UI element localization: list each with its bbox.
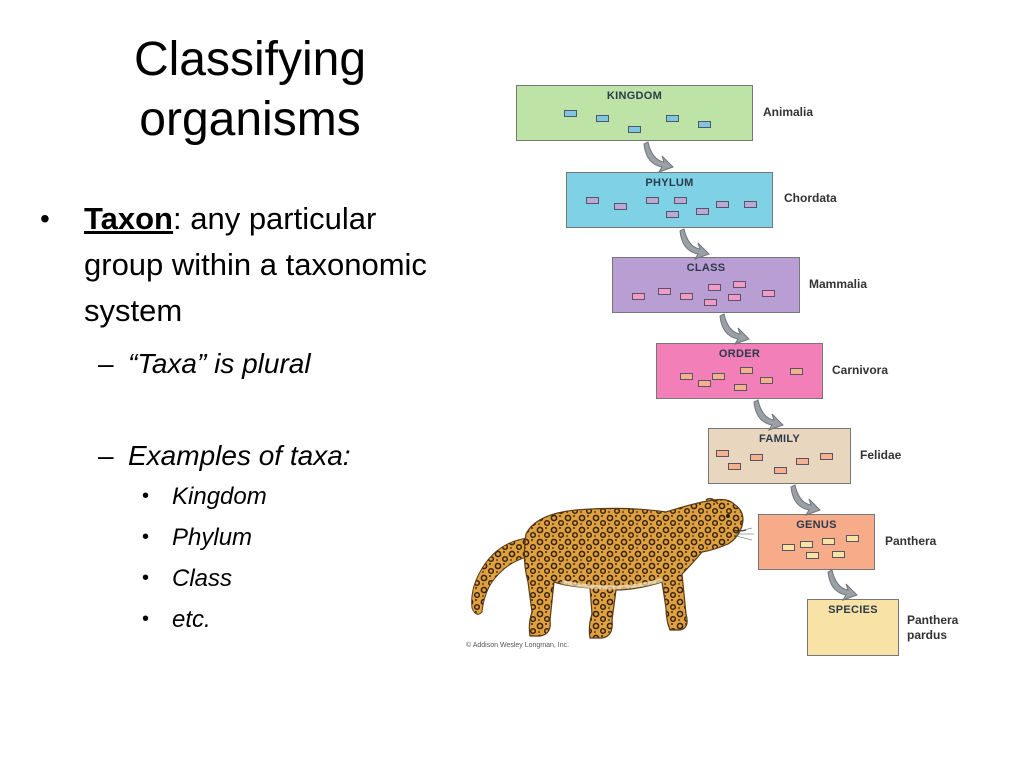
level-label: PHYLUM — [645, 177, 694, 189]
group-chip-icon — [760, 377, 773, 384]
arrow-icon — [790, 484, 821, 516]
level-species: SPECIES — [807, 599, 899, 656]
dash-icon: – — [98, 348, 114, 379]
leopard-illustration — [471, 497, 754, 639]
group-chip-icon — [820, 453, 833, 460]
taxon-carnivora: Carnivora — [832, 363, 889, 377]
group-chip-icon — [712, 373, 725, 380]
level-label: CLASS — [686, 262, 726, 274]
bullet-dot-icon: • — [142, 567, 150, 589]
group-chip-icon — [846, 535, 859, 542]
level-phylum: PHYLUM — [566, 172, 773, 228]
dash-icon: – — [98, 440, 114, 471]
level-label: GENUS — [796, 519, 837, 531]
group-chip-icon — [733, 281, 746, 288]
image-credit: © Addison Wesley Longman, Inc. — [466, 642, 570, 649]
bullet-list: • Taxon: any particular group within a t… — [40, 196, 460, 640]
group-chip-icon — [614, 203, 627, 210]
group-chip-icon — [698, 121, 711, 128]
group-chip-icon — [674, 197, 687, 204]
example-item: • Class — [142, 558, 460, 599]
group-chip-icon — [680, 293, 693, 300]
group-chip-icon — [790, 368, 803, 375]
taxon-animalia: Animalia — [763, 105, 814, 119]
example-item: • Phylum — [142, 517, 460, 558]
group-chip-icon — [564, 110, 577, 117]
taxon-panthera-pardus: Panthera pardus — [907, 613, 959, 642]
arrow-icon — [643, 141, 674, 173]
slide-title: Classifying organisms — [133, 33, 367, 146]
example-item: • Kingdom — [142, 476, 460, 517]
arrow-icon — [753, 399, 784, 431]
group-chip-icon — [806, 552, 819, 559]
taxonomy-diagram: KINGDOM Animalia PHYLUM Chordata CLASS — [466, 70, 1006, 670]
group-chip-icon — [680, 373, 693, 380]
group-chip-icon — [716, 450, 729, 457]
level-family: FAMILY — [708, 428, 851, 484]
level-label: SPECIES — [828, 604, 878, 616]
example-item: • etc. — [142, 599, 460, 640]
bullet-text: Taxon: any particular group within a tax… — [84, 196, 460, 334]
group-chip-icon — [728, 463, 741, 470]
group-chip-icon — [822, 538, 835, 545]
group-chip-icon — [750, 454, 763, 461]
bullet-dot-icon: • — [142, 526, 150, 548]
bullet-dot-icon: • — [40, 203, 50, 234]
level-kingdom: KINGDOM — [516, 85, 753, 141]
group-chip-icon — [762, 290, 775, 297]
example-text: etc. — [172, 606, 211, 633]
term-taxon: Taxon — [84, 201, 173, 236]
level-label: FAMILY — [758, 433, 801, 445]
group-chip-icon — [704, 299, 717, 306]
group-chip-icon — [708, 284, 721, 291]
bullet-dot-icon: • — [142, 608, 150, 630]
level-class: CLASS — [612, 257, 800, 313]
sub-bullet-examples: – Examples of taxa: — [98, 436, 460, 476]
group-chip-icon — [800, 541, 813, 548]
arrow-icon — [827, 569, 858, 601]
group-chip-icon — [698, 380, 711, 387]
taxon-chordata: Chordata — [784, 191, 837, 205]
bullet-taxon: • Taxon: any particular group within a t… — [40, 196, 460, 334]
arrow-icon — [719, 313, 750, 345]
group-chip-icon — [728, 294, 741, 301]
group-chip-icon — [596, 115, 609, 122]
group-chip-icon — [628, 126, 641, 133]
example-text: Phylum — [172, 524, 253, 551]
group-chip-icon — [744, 201, 757, 208]
group-chip-icon — [666, 115, 679, 122]
group-chip-icon — [666, 211, 679, 218]
group-chip-icon — [740, 367, 753, 374]
example-text: Class — [172, 565, 233, 592]
sub-bullet-text: “Taxa” is plural — [128, 348, 311, 379]
group-chip-icon — [646, 197, 659, 204]
group-chip-icon — [716, 201, 729, 208]
level-order: ORDER — [656, 343, 823, 399]
arrow-icon — [679, 228, 710, 260]
term-definition: : any particular group within a taxonomi… — [84, 201, 427, 328]
taxon-panthera: Panthera — [885, 534, 937, 548]
group-chip-icon — [782, 544, 795, 551]
bullet-dot-icon: • — [142, 485, 150, 507]
taxon-felidae: Felidae — [860, 448, 902, 462]
group-chip-icon — [734, 384, 747, 391]
group-chip-icon — [658, 288, 671, 295]
group-chip-icon — [832, 551, 845, 558]
level-label: ORDER — [718, 348, 761, 360]
sub-bullet-text: Examples of taxa: — [128, 440, 351, 471]
level-genus: GENUS — [758, 514, 875, 570]
group-chip-icon — [796, 458, 809, 465]
group-chip-icon — [696, 208, 709, 215]
group-chip-icon — [632, 293, 645, 300]
example-text: Kingdom — [172, 483, 267, 510]
group-chip-icon — [774, 467, 787, 474]
group-chip-icon — [586, 197, 599, 204]
level-label: KINGDOM — [606, 90, 663, 102]
sub-bullet-plural: – “Taxa” is plural — [98, 344, 460, 384]
taxon-mammalia: Mammalia — [809, 277, 868, 291]
